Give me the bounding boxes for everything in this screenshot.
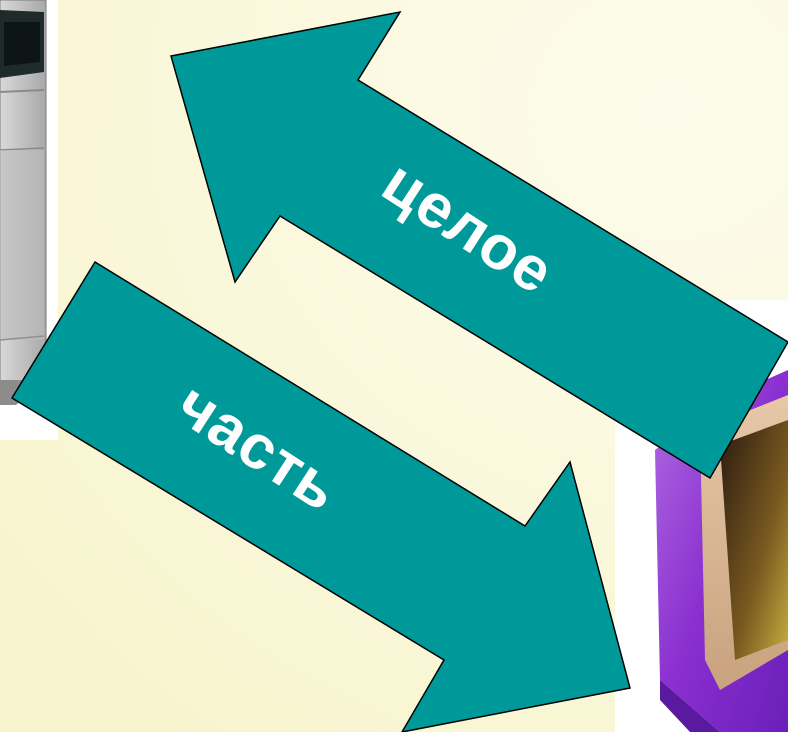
slide: целое часть (0, 0, 788, 732)
slide-canvas (0, 0, 788, 732)
